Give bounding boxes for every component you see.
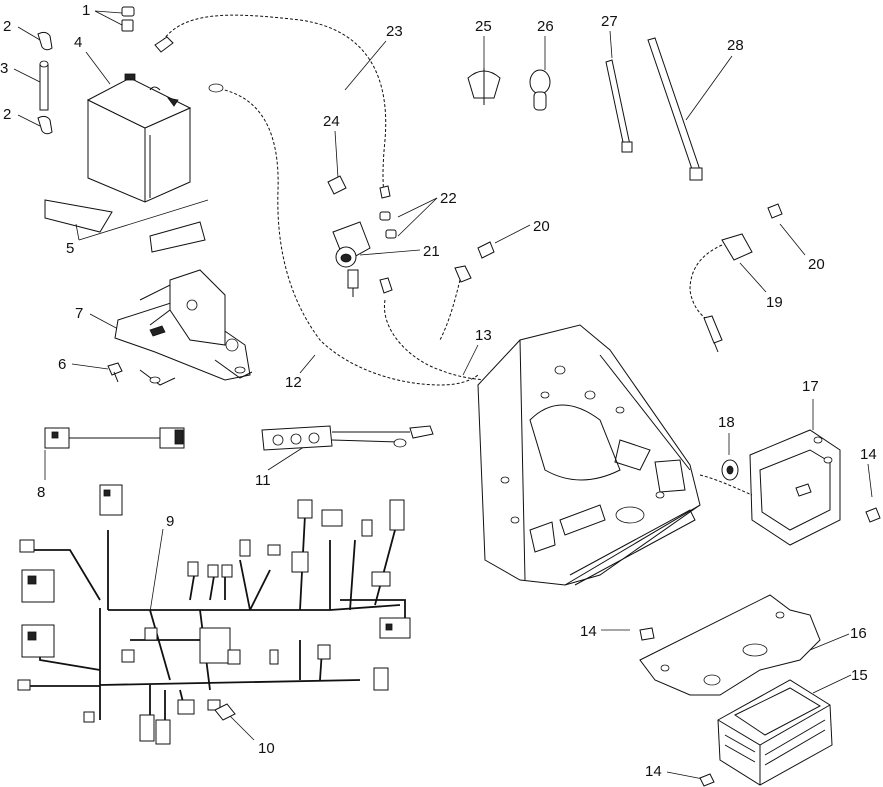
callout-3: 3	[0, 60, 8, 77]
battery	[86, 73, 192, 203]
callout-24: 24	[323, 113, 340, 130]
callout-9: 9	[166, 513, 174, 530]
wiring-harness	[17, 484, 411, 745]
callout-21: 21	[423, 243, 440, 260]
cable-tie-long	[647, 37, 703, 181]
bracket-bolt	[107, 362, 123, 383]
fuse-holder	[214, 703, 236, 721]
callout-26: 26	[537, 18, 554, 35]
relay	[44, 427, 185, 449]
callout-5: 5	[66, 240, 74, 257]
callout-20-right: 20	[808, 256, 825, 273]
mounting-plate	[639, 594, 821, 696]
cable-tie-short	[605, 59, 633, 153]
ecu-bracket	[699, 429, 841, 546]
callout-23: 23	[386, 23, 403, 40]
callout-12: 12	[285, 374, 302, 391]
battery-bracket	[114, 269, 253, 386]
washer	[721, 459, 739, 481]
stud-bolt	[477, 203, 783, 259]
callout-2-bottom: 2	[3, 106, 11, 123]
callout-27: 27	[601, 13, 618, 30]
wire-clip	[467, 68, 501, 105]
battery-cables	[154, 14, 491, 386]
callout-13: 13	[475, 327, 492, 344]
callout-15: 15	[851, 667, 868, 684]
hook	[37, 31, 53, 135]
leader-lines	[13, 10, 873, 780]
callout-14-mid: 14	[580, 623, 597, 640]
sensor	[689, 233, 753, 353]
callout-17: 17	[802, 378, 819, 395]
callout-14-bottom: 14	[645, 763, 662, 780]
battery-label-pads	[44, 199, 206, 253]
ground-strap	[261, 425, 434, 451]
starter-solenoid	[332, 211, 397, 297]
grommet	[529, 69, 551, 111]
screw	[639, 507, 881, 787]
callout-19: 19	[766, 294, 783, 311]
battery-screw	[121, 6, 135, 32]
terminal-boot	[327, 175, 347, 195]
callout-2-top: 2	[3, 18, 11, 35]
callout-4: 4	[74, 34, 82, 51]
callout-22: 22	[440, 190, 457, 207]
callout-16: 16	[850, 625, 867, 642]
callout-20-left: 20	[533, 218, 550, 235]
callout-28: 28	[727, 37, 744, 54]
callout-7: 7	[75, 305, 83, 322]
battery-assembly	[37, 6, 253, 386]
callout-14-right: 14	[860, 446, 877, 463]
callout-18: 18	[718, 414, 735, 431]
callout-25: 25	[475, 18, 492, 35]
ecu	[717, 679, 833, 786]
callout-6: 6	[58, 356, 66, 373]
battery-strap	[39, 60, 49, 111]
mounting-panel	[477, 324, 701, 586]
callout-10: 10	[258, 740, 275, 757]
callout-8: 8	[37, 484, 45, 501]
callout-1: 1	[82, 2, 90, 19]
callout-11: 11	[255, 472, 271, 489]
